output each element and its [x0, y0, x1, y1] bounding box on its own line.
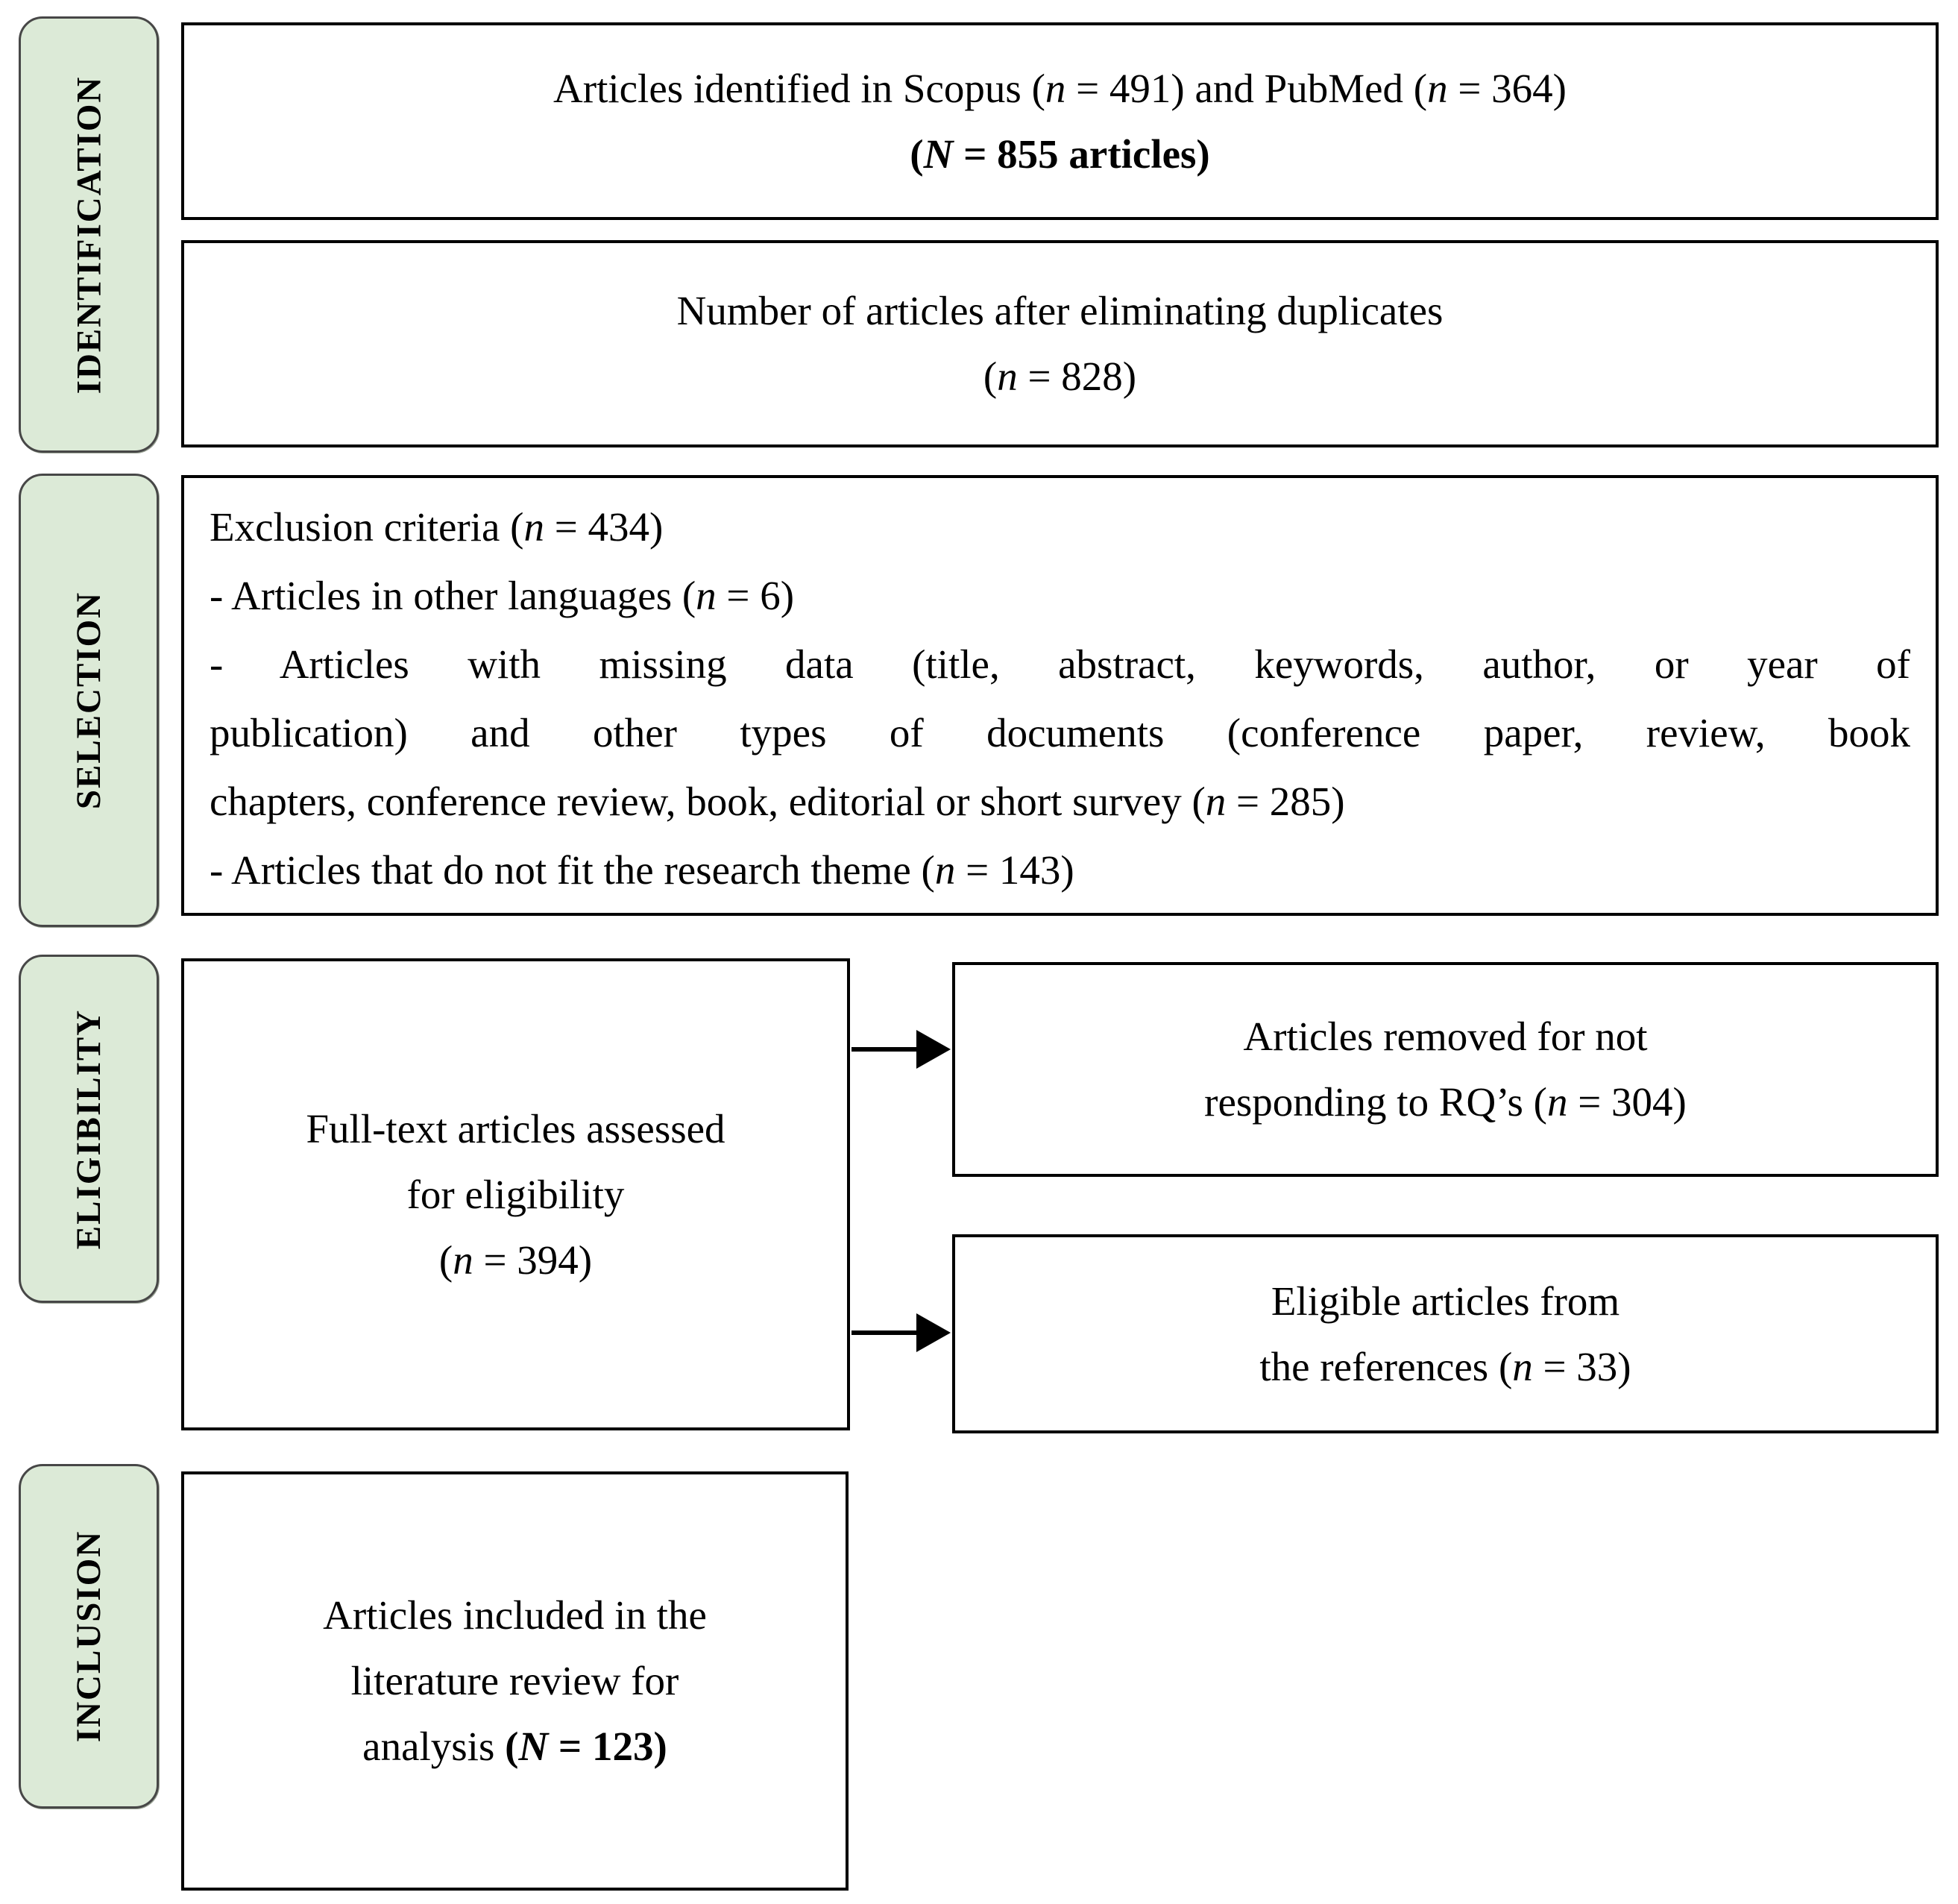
flow-arrow-to-references-icon — [851, 1313, 951, 1352]
stage-pill-selection: SELECTION — [19, 474, 159, 927]
stage-label-inclusion: INCLUSION — [69, 1530, 108, 1743]
flow-box-exclusion-criteria: Exclusion criteria (n = 434)- Articles i… — [181, 475, 1939, 916]
stage-pill-identification: IDENTIFICATION — [19, 16, 159, 453]
flow-arrow-to-removed-icon — [851, 1030, 951, 1069]
flow-box-after-duplicates: Number of articles after eliminating dup… — [181, 240, 1939, 447]
flow-box-after-duplicates-text: Number of articles after eliminating dup… — [676, 288, 1444, 399]
arrow-head — [916, 1313, 951, 1352]
stage-pill-eligibility: ELIGIBILITY — [19, 955, 159, 1303]
arrow-shaft — [851, 1330, 919, 1335]
stage-label-identification: IDENTIFICATION — [69, 75, 109, 394]
flow-box-articles-identified-text: Articles identified in Scopus (n = 491) … — [553, 65, 1567, 177]
arrow-head — [916, 1030, 951, 1069]
stage-label-eligibility: ELIGIBILITY — [69, 1008, 108, 1249]
flow-box-articles-identified: Articles identified in Scopus (n = 491) … — [181, 22, 1939, 220]
stage-pill-inclusion: INCLUSION — [19, 1464, 159, 1809]
flow-box-exclusion-criteria-text: Exclusion criteria (n = 434)- Articles i… — [210, 504, 1910, 893]
arrow-shaft — [851, 1047, 919, 1052]
stage-label-selection: SELECTION — [69, 591, 108, 810]
